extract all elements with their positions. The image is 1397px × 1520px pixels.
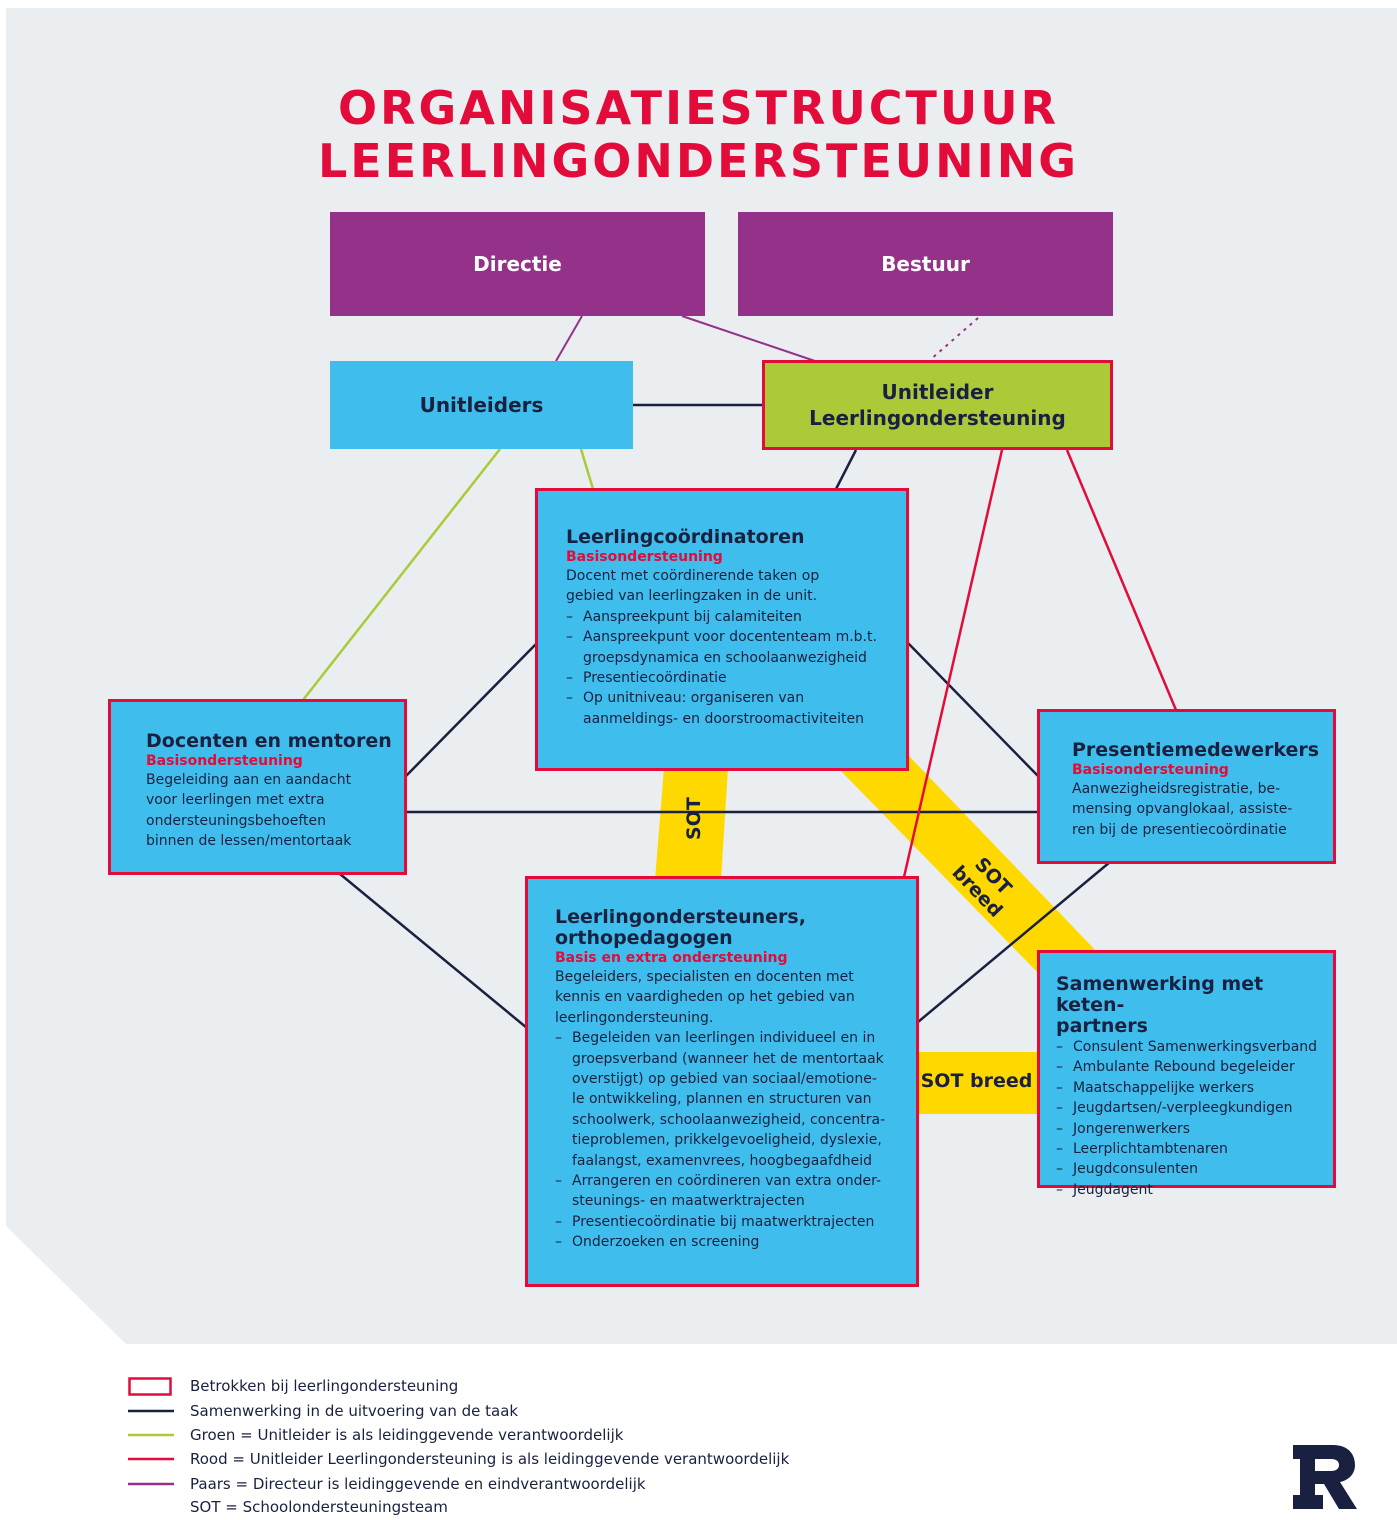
node-intro-line: kennis en vaardigheden op het gebied van xyxy=(555,989,855,1006)
legend-text: Betrokken bij leerlingondersteuning xyxy=(190,1377,459,1395)
node-unitleider-lo-line1: Unitleider xyxy=(881,380,994,404)
node-subtitle: Basisondersteuning xyxy=(146,753,303,769)
node-partner-list: Consulent Samenwerkingsverband Ambulante… xyxy=(1056,1037,1336,1201)
list-item: Presentiecoördinatie xyxy=(566,668,902,689)
node-title-line1: Samenwerking met keten- xyxy=(1056,973,1264,1016)
node-bestuur: Bestuur xyxy=(738,212,1113,316)
navy-line xyxy=(917,861,1111,1023)
green-line-icon xyxy=(128,1433,174,1437)
red-box-icon xyxy=(128,1377,172,1396)
navy-line xyxy=(339,873,528,1029)
node-leerlingcoordinatoren: Leerlingcoördinatoren Basisondersteuning… xyxy=(535,488,909,771)
node-title: Docenten en mentoren xyxy=(146,730,392,752)
node-directie-label: Directie xyxy=(473,252,562,276)
page-title-line2: LEERLINGONDERSTEUNING xyxy=(317,134,1080,188)
list-item: Presentiecoördinatie bij maatwerktraject… xyxy=(555,1212,915,1233)
navy-line xyxy=(834,449,858,490)
node-docenten-mentoren: Docenten en mentoren Basisondersteuning … xyxy=(108,699,407,875)
purple-line xyxy=(555,315,583,362)
red-line xyxy=(1065,449,1178,711)
node-title-line2: partners xyxy=(1056,1015,1148,1037)
list-item: Jongerenwerkers xyxy=(1056,1119,1336,1140)
node-task-list: Aanspreekpunt bij calamiteiten Aanspreek… xyxy=(566,607,902,729)
node-intro-line: gebied van leerlingzaken in de unit. xyxy=(566,588,818,605)
node-unitleider-leerlingondersteuning: Unitleider Leerlingondersteuning xyxy=(762,360,1113,450)
red-line xyxy=(902,449,1004,878)
list-item: Ambulante Rebound begeleider xyxy=(1056,1057,1336,1078)
list-item: Leerplichtambtenaren xyxy=(1056,1139,1336,1160)
navy-line xyxy=(405,641,539,777)
sot-breed-horizontal-band xyxy=(915,1052,1038,1114)
node-unitleiders: Unitleiders xyxy=(330,361,633,449)
navy-line-icon xyxy=(128,1409,174,1413)
node-task-list: Begeleiden van leerlingen individueel en… xyxy=(555,1028,915,1253)
node-intro-line: binnen de lessen/mentortaak xyxy=(146,833,352,850)
node-intro-line: mensing opvanglokaal, assiste- xyxy=(1072,801,1293,818)
node-intro-line: Aanwezigheidsregistratie, be- xyxy=(1072,781,1281,797)
node-subtitle: Basisondersteuning xyxy=(566,549,723,565)
node-samenwerking-ketenpartners: Samenwerking met keten- partners Consule… xyxy=(1037,950,1336,1201)
node-unitleiders-label: Unitleiders xyxy=(419,393,544,417)
list-item: Aanspreekpunt bij calamiteiten xyxy=(566,607,902,628)
purple-line-icon xyxy=(128,1482,174,1486)
sot-breed-horizontal-label: SOT breed xyxy=(920,1070,1033,1092)
node-subtitle: Basis en extra ondersteuning xyxy=(555,950,788,966)
legend-text: Samenwerking in de uitvoering van de taa… xyxy=(190,1402,519,1420)
sot-band xyxy=(655,768,728,880)
list-item: Onderzoeken en screening xyxy=(555,1232,915,1253)
list-item: Jeugdconsulenten xyxy=(1056,1159,1336,1180)
purple-line xyxy=(681,315,816,362)
node-unitleider-lo-line2: Leerlingondersteuning xyxy=(809,406,1066,430)
node-title-line2: orthopedagogen xyxy=(555,927,733,949)
navy-line xyxy=(906,641,1039,777)
list-item: Jeugdagent xyxy=(1056,1180,1336,1201)
node-leerlingondersteuners: Leerlingondersteuners, orthopedagogen Ba… xyxy=(525,876,919,1287)
node-intro-line: leerlingondersteuning. xyxy=(555,1009,714,1026)
r-logo-icon xyxy=(1293,1445,1357,1509)
purple-dotted-line xyxy=(929,317,979,361)
node-bestuur-label: Bestuur xyxy=(881,252,970,276)
node-intro-line: ren bij de presentiecoördinatie xyxy=(1072,821,1287,838)
node-title: Presentiemedewerkers xyxy=(1072,739,1320,761)
node-directie: Directie xyxy=(330,212,705,316)
sot-label: SOT xyxy=(683,797,705,840)
list-item: Begeleiden van leerlingen individueel en… xyxy=(555,1028,915,1171)
legend-text: Paars = Directeur is leidinggevende en e… xyxy=(190,1475,646,1493)
green-line xyxy=(579,448,595,490)
list-item: Jeugdartsen/-verpleegkundigen xyxy=(1056,1098,1336,1119)
list-item: Op unitniveau: organiseren vanaanmelding… xyxy=(566,688,902,729)
page-title-line1: ORGANISATIESTRUCTUUR xyxy=(337,81,1060,135)
list-item: Consulent Samenwerkingsverband xyxy=(1056,1037,1336,1058)
list-item: Maatschappelijke werkers xyxy=(1056,1078,1336,1099)
red-line-icon xyxy=(128,1457,174,1461)
green-line xyxy=(302,448,501,701)
node-subtitle: Basisondersteuning xyxy=(1072,762,1229,778)
legend-text: SOT = Schoolondersteuningsteam xyxy=(190,1498,448,1516)
node-intro-line: voor leerlingen met extra xyxy=(146,792,325,809)
node-intro-line: Begeleiding aan en aandacht xyxy=(146,772,352,788)
node-intro-line: Docent met coördinerende taken op xyxy=(566,568,820,584)
list-item: Arrangeren en coördineren van extra onde… xyxy=(555,1171,915,1212)
sot-breed-diagonal-band xyxy=(838,755,1100,975)
legend-text: Groen = Unitleider is als leidinggevende… xyxy=(190,1426,624,1444)
node-title: Leerlingcoördinatoren xyxy=(566,526,805,548)
list-item: Aanspreekpunt voor docententeam m.b.t.gr… xyxy=(566,627,902,668)
legend-text: Rood = Unitleider Leerlingondersteuning … xyxy=(190,1450,790,1468)
node-intro-line: Begeleiders, specialisten en docenten me… xyxy=(555,969,854,985)
node-presentiemedewerkers: Presentiemedewerkers Basisondersteuning … xyxy=(1037,709,1336,864)
node-title-line1: Leerlingondersteuners, xyxy=(555,906,806,928)
node-intro-line: ondersteuningsbehoeften xyxy=(146,812,326,829)
